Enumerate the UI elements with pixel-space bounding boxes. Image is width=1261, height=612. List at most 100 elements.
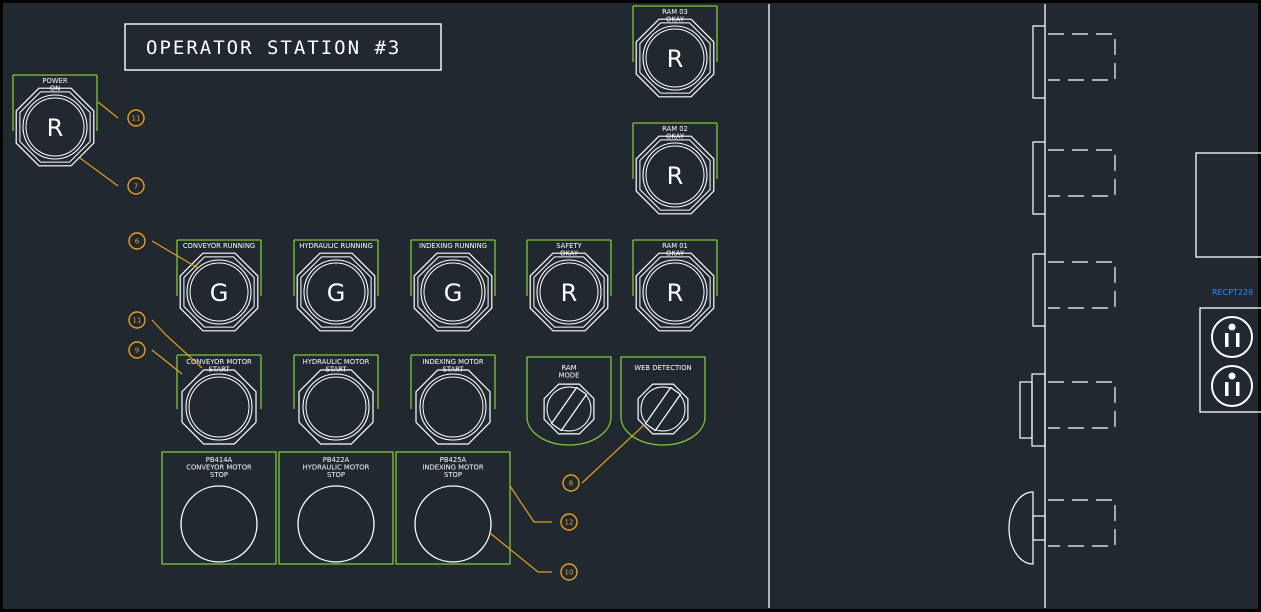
selector-switch-web-detection: WEB DETECTION	[620, 356, 706, 446]
stop-button-frame	[161, 451, 277, 565]
callout-leader-line	[151, 240, 199, 269]
pilot-light-bezel-outer	[635, 18, 715, 98]
callout-bubble	[127, 109, 145, 127]
callout-bubble	[128, 311, 146, 329]
callout-number: 11	[133, 317, 142, 325]
pilot-light-label-line: HYDRAULIC RUNNING	[299, 242, 373, 250]
callout-number: 7	[134, 183, 138, 191]
callout-leader-line	[151, 349, 183, 375]
selector-switch-frame	[620, 356, 706, 446]
pilot-light-ring-outer	[536, 259, 602, 325]
outlet-0	[1211, 316, 1253, 358]
start-button-ring	[302, 373, 370, 441]
panel-title: OPERATOR STATION #3	[146, 37, 401, 59]
callout-bubble	[127, 177, 145, 195]
start-button-label-line: START	[326, 366, 348, 374]
pilot-light-frame	[632, 122, 718, 179]
stop-button-label-line: PB414A	[206, 456, 233, 464]
pilot-light-ring-outer	[642, 25, 708, 91]
side-device-head	[1032, 253, 1045, 327]
pilot-light-bezel-inner	[639, 256, 711, 328]
selector-switch-frame	[526, 356, 612, 446]
pilot-light-frame	[632, 5, 718, 62]
pilot-light-letter: R	[667, 162, 684, 190]
pilot-light-ring-outer	[642, 259, 708, 325]
pilot-light-bezel-inner	[183, 256, 255, 328]
stop-button-face	[414, 485, 492, 563]
callout-bubble	[562, 474, 580, 492]
receptacle-plate	[1199, 307, 1261, 413]
outlet-face	[1211, 316, 1253, 358]
start-button-frame	[410, 354, 496, 409]
pilot-light-bezel-inner	[300, 256, 372, 328]
callout-leader-line	[79, 157, 119, 187]
selector-switch-ring	[640, 386, 686, 432]
side-device-body-hidden	[1048, 499, 1116, 547]
pilot-light-label-line: POWER	[42, 77, 67, 85]
callout-running-light: 6	[128, 232, 199, 269]
outlet-slot-left	[1225, 333, 1229, 347]
callout-bubble	[560, 513, 578, 531]
pilot-light-label-line: CONVEYOR RUNNING	[183, 242, 255, 250]
start-button-face	[422, 376, 484, 438]
side-device-body-hidden	[1048, 33, 1116, 81]
stop-button-label-line: STOP	[444, 471, 462, 479]
pilot-light-ring-outer	[303, 259, 369, 325]
callout-bubble	[128, 341, 146, 359]
callout-power-frame: 11	[97, 101, 145, 127]
callout-leader-line	[581, 424, 645, 484]
pilot-light-bezel-outer	[635, 135, 715, 215]
selector-switch-handle	[550, 386, 588, 432]
side-device-3	[1019, 373, 1116, 447]
start-button-bezel	[181, 369, 257, 445]
pilot-light-label-line: RAM 03	[662, 8, 688, 16]
side-device-1	[1032, 141, 1116, 215]
outlet-slot-right	[1236, 333, 1240, 347]
stop-button-label-line: PB425A	[440, 456, 467, 464]
pilot-light-bezel-outer	[296, 252, 376, 332]
pilot-light-lens	[189, 262, 249, 322]
stop-button-frame	[395, 451, 511, 565]
pilot-light-letter: R	[667, 45, 684, 73]
stop-button-face	[297, 485, 375, 563]
side-device-head	[1032, 141, 1045, 215]
pilot-light-letter: R	[561, 279, 578, 307]
pilot-light-bezel-outer	[635, 252, 715, 332]
callout-number: 11	[132, 115, 141, 123]
callout-start-button: 9	[128, 341, 183, 375]
pilot-light-ring-outer	[642, 142, 708, 208]
receptacle: RECPT229	[1199, 288, 1261, 413]
callout-leader-line	[509, 485, 552, 523]
start-button-frame	[293, 354, 379, 409]
pilot-light-bezel-outer	[15, 87, 95, 167]
pilot-light-lens	[423, 262, 483, 322]
pilot-light-bezel-inner	[533, 256, 605, 328]
side-device-collar	[1031, 373, 1046, 447]
stop-button-label-line: HYDRAULIC MOTOR	[303, 464, 370, 472]
outlet-slot-left	[1225, 382, 1229, 396]
pilot-light-label-line: INDEXING RUNNING	[419, 242, 487, 250]
start-button-frame	[176, 354, 262, 409]
selector-switch-handle	[644, 386, 682, 432]
pilot-light-frame	[410, 239, 496, 296]
callout-leader-line	[489, 532, 552, 573]
pilot-light-frame	[526, 239, 612, 296]
start-button-bezel	[415, 369, 491, 445]
pilot-light-frame	[176, 239, 262, 296]
pilot-light-bezel-inner	[19, 91, 91, 163]
start-button-label-line: START	[443, 366, 465, 374]
side-view	[1008, 4, 1261, 608]
callout-selector: 8	[562, 424, 645, 492]
start-button-face	[305, 376, 367, 438]
side-mushroom-head	[1008, 491, 1034, 565]
callout-leader-line	[151, 319, 203, 369]
